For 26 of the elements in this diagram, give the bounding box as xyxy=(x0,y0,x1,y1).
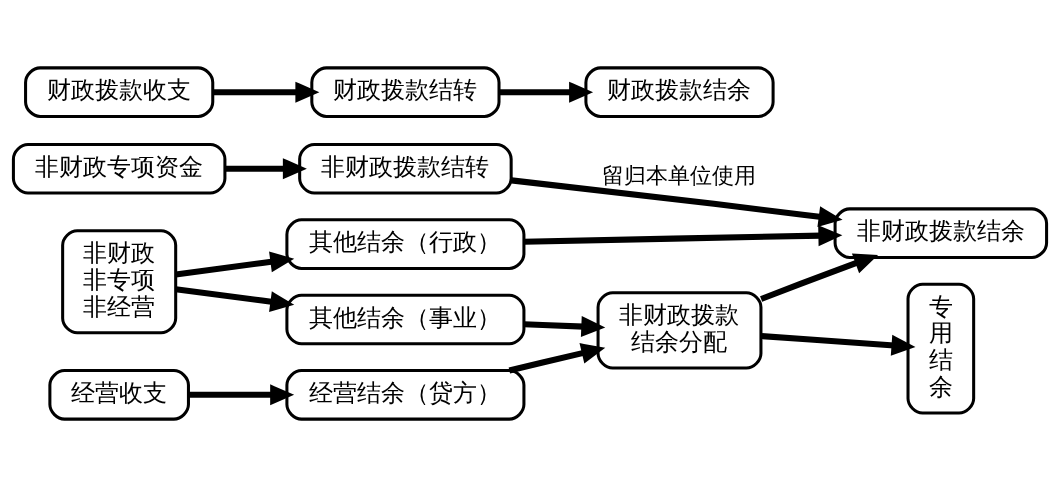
node-box: 非财政拨款结余分配 xyxy=(596,290,763,370)
node-box: 其他结余（行政） xyxy=(285,217,526,270)
node-box: 经营收支 xyxy=(48,368,190,421)
node-box: 经营结余（贷方） xyxy=(285,368,526,421)
arrow xyxy=(760,252,879,302)
arrow xyxy=(524,315,606,337)
node-box: 专用结余 xyxy=(906,282,976,415)
edge-label: 留归本单位使用 xyxy=(602,162,757,188)
arrow xyxy=(175,250,295,277)
arrow xyxy=(523,224,843,246)
node-box: 财政拨款结余 xyxy=(584,65,775,118)
arrow xyxy=(761,332,916,356)
arrow xyxy=(508,342,606,373)
node-box: 财政拨款结转 xyxy=(310,65,501,118)
node-box: 非财政专项资金 xyxy=(11,142,227,195)
node-box: 非财政拨款结转 xyxy=(298,142,513,195)
arrow xyxy=(175,285,295,312)
node-box: 其他结余（事业） xyxy=(285,293,526,345)
node-box: 非财政拨款结余 xyxy=(833,206,1049,259)
arrow xyxy=(225,157,307,179)
node-box: 财政拨款收支 xyxy=(24,65,215,118)
arrow xyxy=(188,383,295,405)
arrow xyxy=(212,81,320,103)
arrow xyxy=(511,176,843,227)
arrow xyxy=(499,81,594,103)
node-box: 非财政非专项非经营 xyxy=(61,228,178,334)
